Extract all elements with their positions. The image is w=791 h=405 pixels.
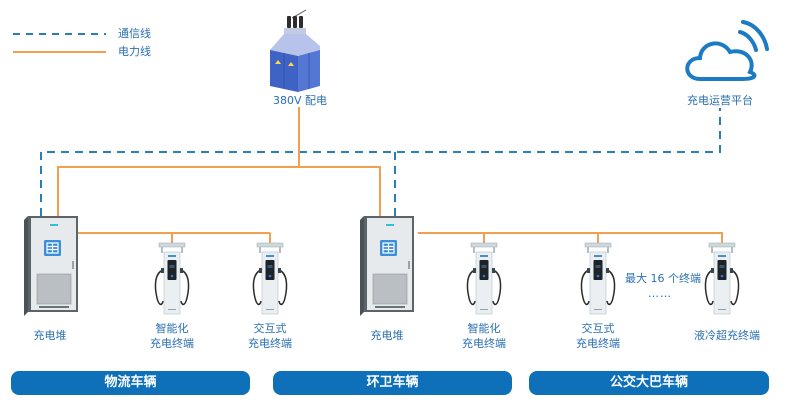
stack-2-label: 充电堆 [370, 329, 404, 342]
category-bus-vehicles: 公交大巴车辆 [529, 371, 769, 395]
transformer-label: 380V 配电 [272, 94, 328, 107]
category-logistics-vehicles: 物流车辆 [11, 371, 250, 395]
terminal-3-label-line1: 智能化 [467, 322, 501, 335]
terminal-2-label-line2: 充电终端 [248, 337, 292, 350]
terminal-2-label: 交互式 充电终端 [235, 321, 305, 351]
terminal-5-label-line1: 液冷超充终端 [694, 329, 760, 342]
ellipsis-note: …… [648, 287, 672, 300]
charging-stack-1-icon [23, 215, 79, 317]
terminal-2-label-line1: 交互式 [253, 322, 287, 335]
power-line-stack2-out [418, 232, 723, 243]
stack-1-label: 充电堆 [33, 329, 67, 342]
terminal-1-icon [154, 242, 190, 315]
terminal-4-label-line2: 充电终端 [576, 337, 620, 350]
terminal-5-icon [704, 242, 740, 315]
terminal-5-label: 液冷超充终端 [682, 328, 772, 343]
power-lines [57, 107, 723, 243]
comm-line-main [40, 108, 721, 216]
terminal-1-label: 智能化 充电终端 [137, 321, 207, 351]
cloud-icon [685, 20, 769, 81]
terminal-1-label-line2: 充电终端 [150, 337, 194, 350]
cloud-label: 充电运营平台 [687, 94, 753, 107]
comm-lines [40, 108, 721, 216]
terminal-1-label-line1: 智能化 [155, 322, 189, 335]
terminal-2-icon [252, 242, 288, 315]
charging-stack-2-icon [359, 215, 415, 317]
terminal-3-label: 智能化 充电终端 [449, 321, 519, 351]
transformer-icon [270, 9, 320, 92]
terminal-3-label-line2: 充电终端 [462, 337, 506, 350]
category-sanitation-vehicles: 环卫车辆 [273, 371, 512, 395]
power-line-bus [57, 166, 381, 216]
legend-power-label: 电力线 [118, 45, 151, 58]
terminal-4-label-line1: 交互式 [581, 322, 615, 335]
terminal-4-label: 交互式 充电终端 [563, 321, 633, 351]
terminal-4-icon [580, 242, 616, 315]
legend-comm-label: 通信线 [118, 27, 151, 40]
terminal-3-icon [466, 242, 502, 315]
max-terminals-note: 最大 16 个终端 [625, 272, 701, 285]
